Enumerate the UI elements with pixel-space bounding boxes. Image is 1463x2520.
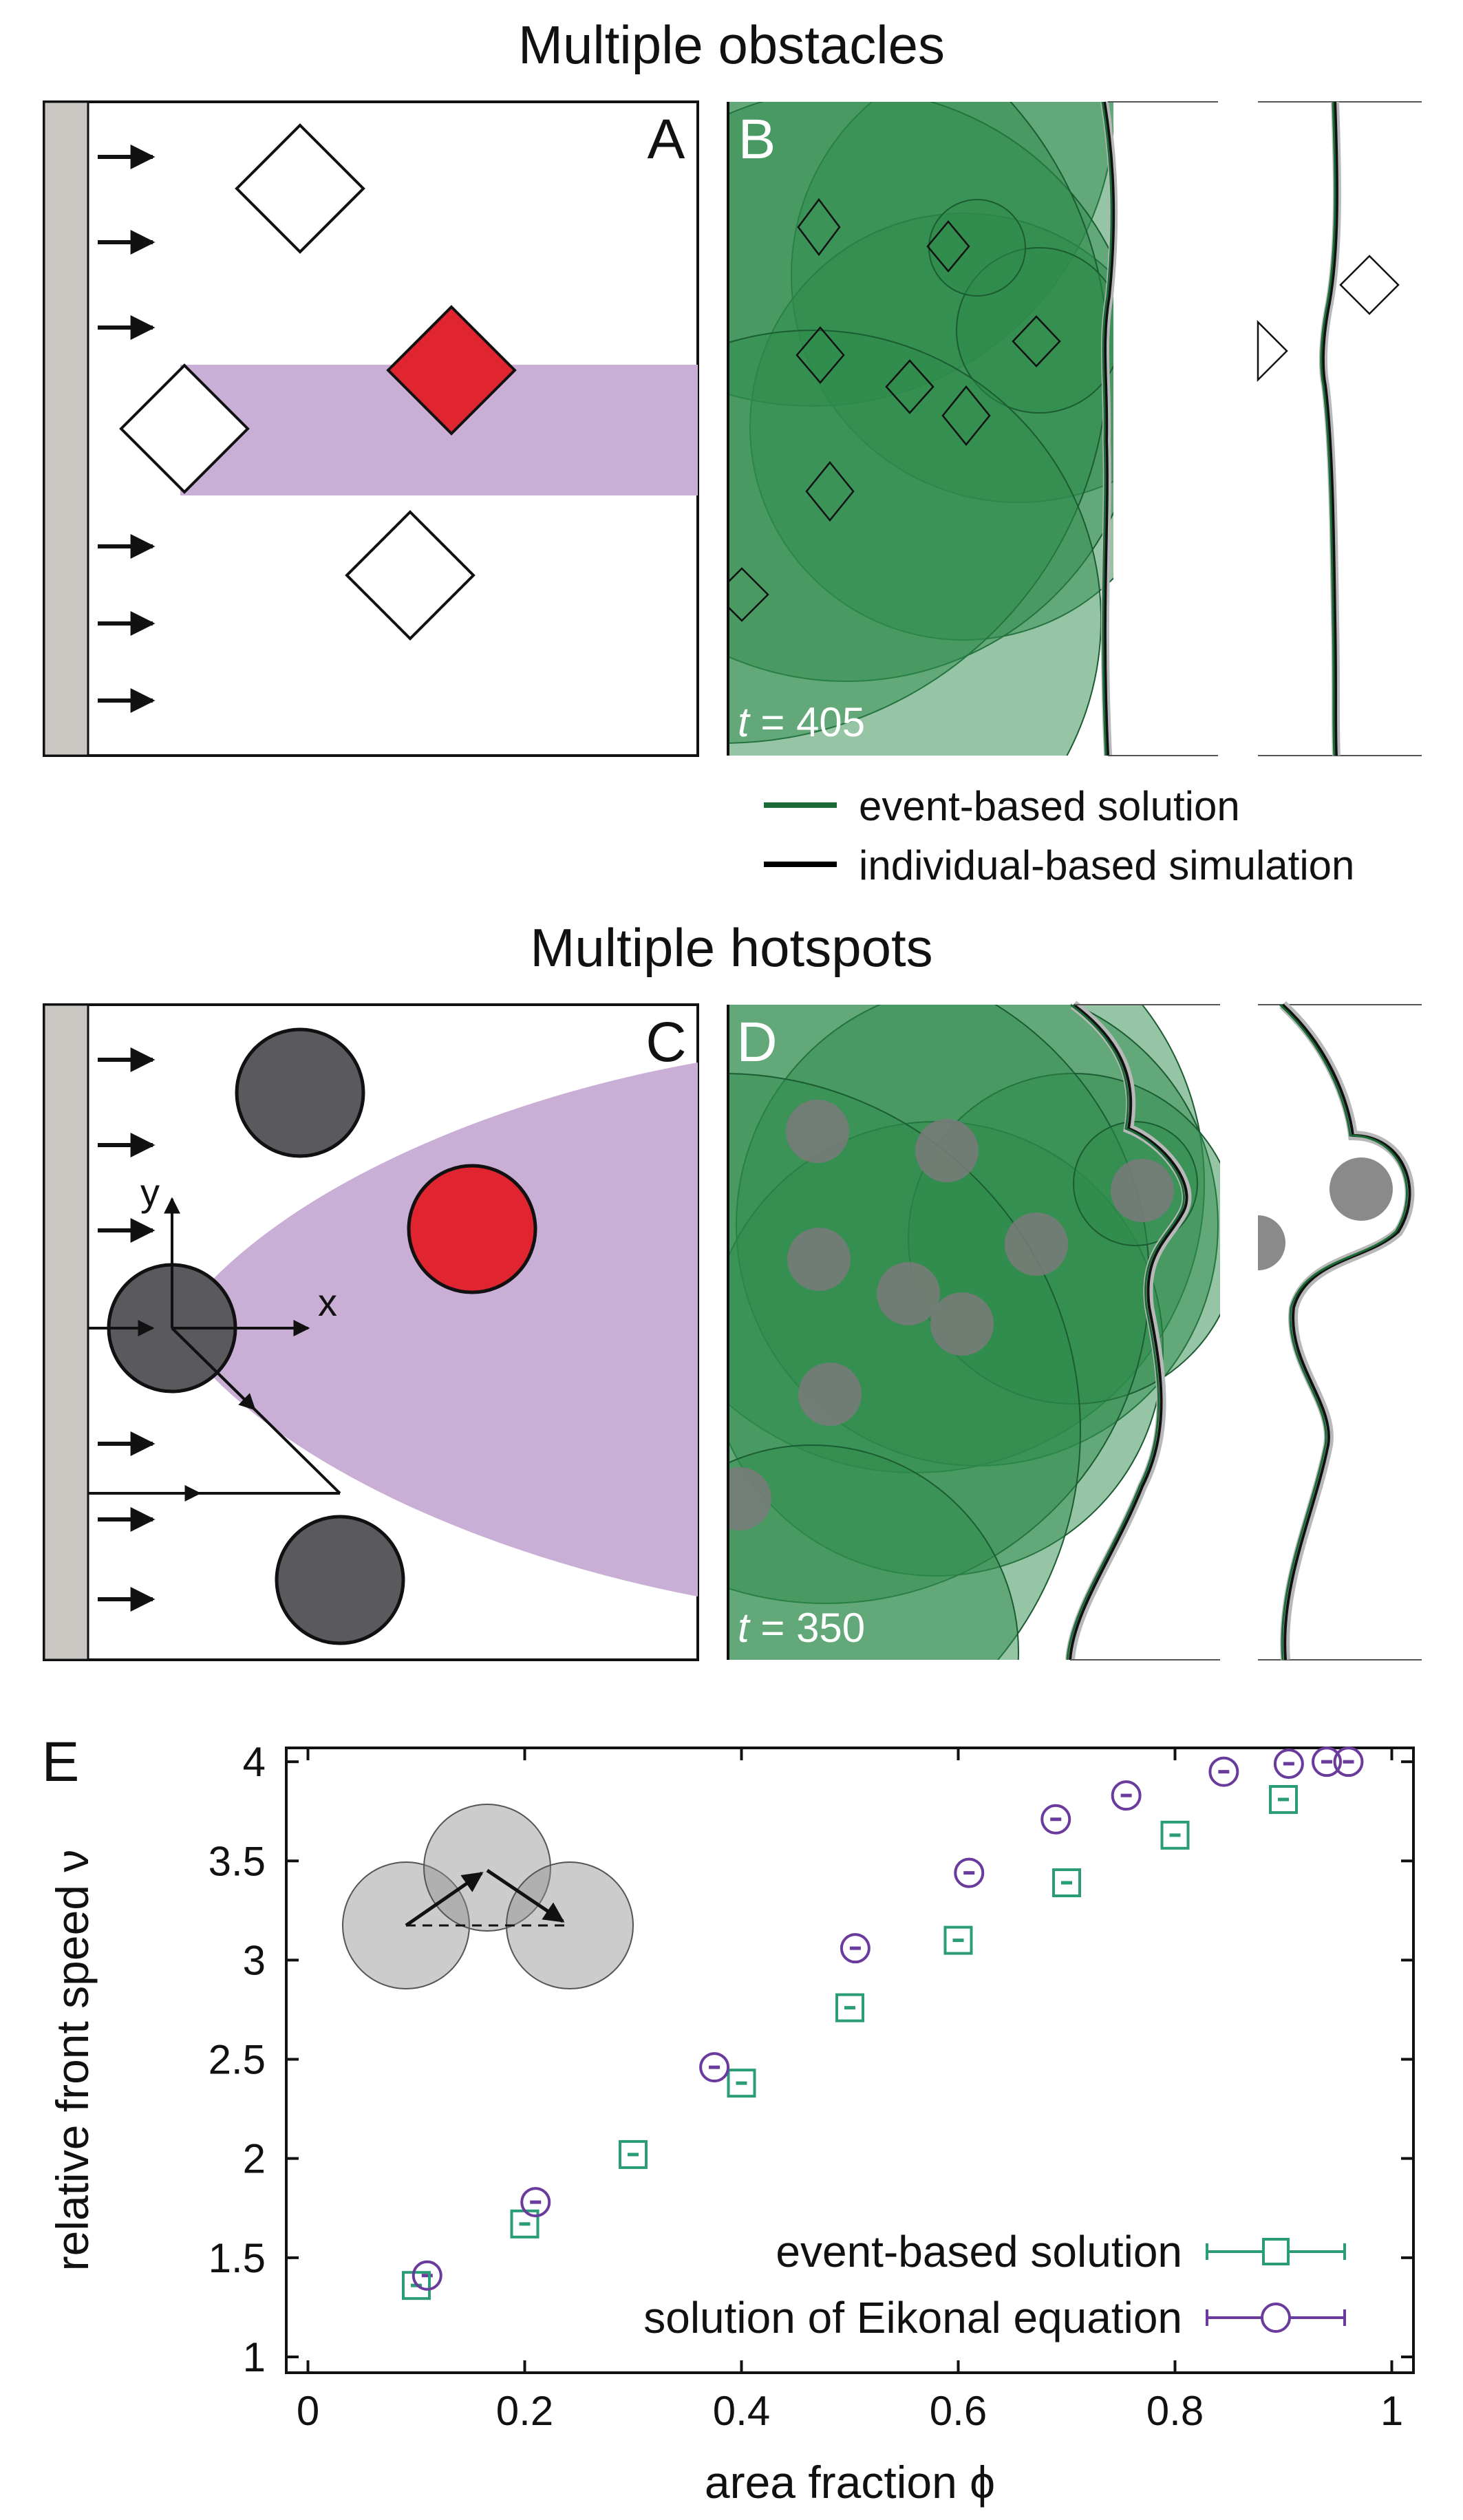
obstacle-diamond (345, 510, 476, 641)
data-point-circle (520, 2187, 551, 2218)
data-point-circle (1273, 1749, 1304, 1780)
data-point-circle (840, 1933, 871, 1964)
data-point-square (619, 2139, 648, 2169)
obstacle-diamond-partial (1257, 319, 1288, 383)
error-bars-e (411, 1760, 1354, 2287)
axis-y-label-c: y (140, 1171, 160, 1214)
x-tick-label: 0.4 (713, 2388, 770, 2434)
x-tick-label: 0.6 (930, 2388, 987, 2434)
x-tick-label: 0 (297, 2388, 319, 2434)
data-point-circle (1312, 1747, 1342, 1777)
legend-e: event-based solution solution of Eikonal… (643, 2227, 1346, 2342)
data-point-circle (699, 2052, 730, 2083)
event-circles-d (728, 1005, 1220, 1660)
legend-label-eikonal-e: solution of Eikonal equation (643, 2293, 1182, 2342)
legend-label-simulation: individual-based simulation (859, 842, 1354, 888)
legend-marker-circle (1261, 2303, 1291, 2333)
hotspot-partial (1258, 1215, 1285, 1270)
tick-marks-e (286, 1748, 1413, 2373)
front-event-d (1066, 1003, 1185, 1661)
front-simulation-d (1069, 1003, 1188, 1661)
front-simulation-b (1103, 101, 1115, 756)
y-tick-label: 1 (243, 2334, 266, 2380)
inset-b-front (1257, 101, 1422, 756)
tick-labels-e: 0 0.2 0.4 0.6 0.8 1 1 1.5 2 2.5 3 3.5 4 (209, 1739, 1404, 2434)
y-tick-label: 1.5 (209, 2235, 266, 2281)
hotspot-circle (235, 1027, 365, 1158)
data-point-square (727, 2069, 756, 2098)
panel-b: B t = 405 (727, 101, 1218, 756)
hotspot-circle (275, 1515, 405, 1645)
x-tick-label: 0.2 (496, 2388, 553, 2434)
title-multiple-obstacles: Multiple obstacles (518, 14, 945, 75)
event-circles-b (728, 102, 1113, 756)
data-point-circle (1208, 1756, 1239, 1787)
obstacle-diamond (1339, 255, 1400, 315)
axes-c (88, 1197, 341, 1502)
panel-label-c: C (645, 1011, 686, 1074)
x-tick-label: 1 (1380, 2388, 1403, 2434)
y-tick-label: 4 (243, 1739, 266, 1785)
hotspot-circle (1329, 1157, 1393, 1221)
wall-a (43, 100, 89, 757)
time-label-b: t = 405 (738, 699, 865, 745)
wall-c (43, 1003, 89, 1661)
flow-arrows-a (98, 145, 156, 713)
axis-x-label-c: x (318, 1281, 337, 1324)
panel-label-e: E (42, 1731, 80, 1793)
panel-c: y x C (43, 1003, 699, 1661)
data-point-square (402, 2271, 431, 2300)
purple-parabola-c (172, 1063, 698, 1597)
legend-top: event-based solution individual-based si… (764, 783, 1354, 888)
obstacle-diamond (119, 363, 250, 494)
data-point-circle (1040, 1804, 1071, 1835)
x-axis-label: area fraction ϕ (705, 2457, 995, 2508)
hotspot-circle-red (407, 1164, 537, 1294)
data-point-circle (1111, 1780, 1142, 1811)
legend-marker-square (1262, 2238, 1290, 2265)
inset-d-front (1258, 1001, 1422, 1661)
y-axis-label: relative front speed ν (47, 1850, 98, 2272)
title-multiple-hotspots: Multiple hotspots (530, 917, 932, 978)
legend-label-event: event-based solution (859, 783, 1240, 829)
panel-label-a: A (648, 108, 685, 171)
panel-e: E 0 0.2 0.4 0.6 0.8 1 1 1.5 2 2.5 3 3.5 4 area fract… (42, 1731, 1415, 2508)
data-point-square (1052, 1868, 1081, 1898)
panel-d: D t = 350 (727, 1001, 1220, 1661)
panel-label-d: D (736, 1011, 777, 1074)
y-tick-label: 2.5 (209, 2037, 266, 2083)
panel-label-b: B (738, 108, 776, 171)
data-point-square (1269, 1784, 1298, 1814)
data-point-square (1160, 1820, 1190, 1850)
data-point-square (943, 1925, 973, 1955)
front-event-b (1101, 101, 1113, 756)
y-tick-label: 3 (243, 1937, 266, 1983)
data-point-circle (1333, 1747, 1364, 1777)
x-tick-label: 0.8 (1146, 2388, 1204, 2434)
inset-diagram-e (342, 1804, 634, 1989)
data-point-square (835, 1993, 864, 2022)
plot-frame-e (285, 1747, 1415, 2374)
data-point-circle (954, 1857, 985, 1888)
obstacle-diamond (235, 123, 365, 254)
time-label-d: t = 350 (738, 1605, 865, 1651)
panel-a: A (43, 100, 699, 757)
data-series-e (402, 1747, 1364, 2300)
legend-label-event-e: event-based solution (776, 2227, 1182, 2276)
data-point-circle (412, 2260, 442, 2291)
y-tick-label: 2 (243, 2136, 266, 2182)
y-tick-label: 3.5 (209, 1838, 266, 1884)
flow-arrows-c (98, 1047, 156, 1612)
obstacle-diamond-red (386, 305, 517, 436)
